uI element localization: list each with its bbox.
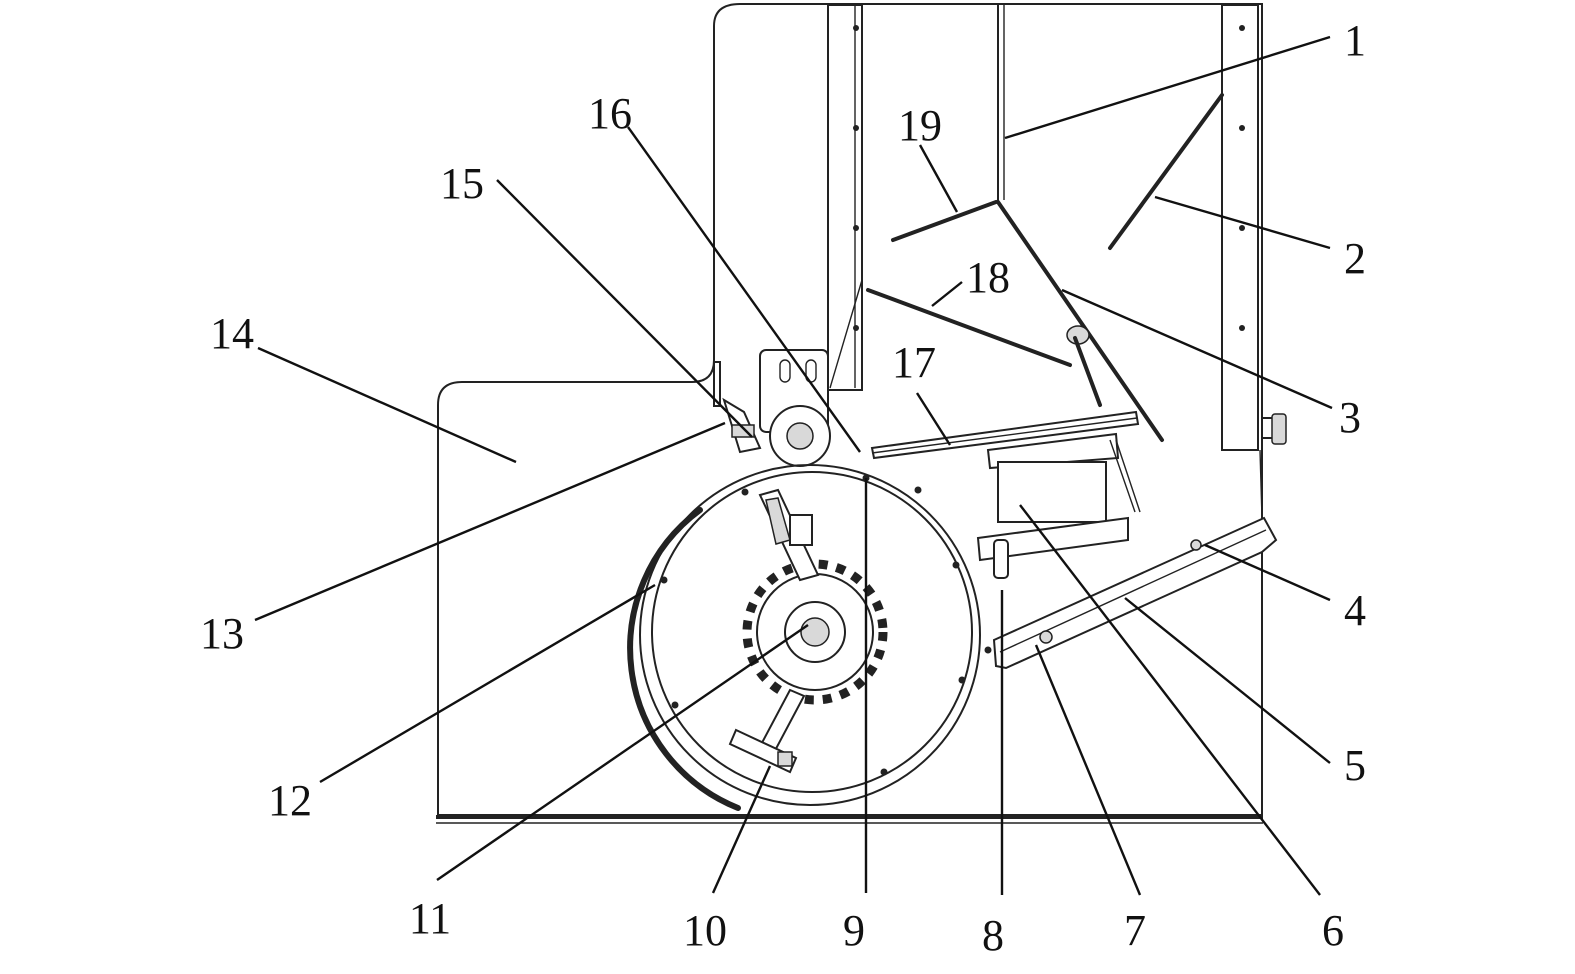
side-housing [437,3,1263,816]
leader-6 [1019,504,1321,896]
guide-plate-3 [996,200,1164,442]
callout-5: 5 [1344,741,1366,790]
callout-17: 17 [892,338,936,387]
left-hopper-wall [827,4,863,391]
leader-15 [496,179,753,438]
callout-2: 2 [1344,234,1366,283]
roller-mount [759,349,831,467]
seed-drum [627,464,992,811]
guide-plate-18 [866,288,1072,367]
leader-13 [254,421,726,622]
callout-7: 7 [1124,906,1146,955]
callout-11: 11 [409,894,451,943]
sprocket [742,559,888,705]
callout-12: 12 [268,776,312,825]
callout-13: 13 [200,609,244,658]
picking-arm-upper [758,488,820,582]
drum-guard-12 [627,507,741,811]
guide-plate-19 [891,200,998,242]
bracket-assembly [976,432,1141,579]
callout-10: 10 [683,906,727,955]
leader-7 [1034,644,1142,896]
callout-1: 1 [1344,16,1366,65]
drum-inner-ring [651,471,973,793]
callout-16: 16 [588,89,632,138]
leader-2 [1154,195,1331,250]
leader-4 [1204,543,1331,602]
leader-3 [1061,288,1333,410]
plate-adjuster [1066,325,1102,407]
callout-3: 3 [1339,393,1361,442]
discharge-chute [992,449,1278,670]
sloped-plate-17 [870,410,1140,460]
leader-18 [931,281,963,307]
leader-16 [627,126,861,453]
leader-10 [711,765,772,894]
leader-1 [1004,35,1331,140]
callout-19: 19 [898,101,942,150]
callout-8: 8 [982,911,1004,960]
leader-14 [257,346,517,464]
deflector-plate-2 [1108,93,1224,250]
leader-5 [1124,597,1331,764]
leader-19 [918,144,959,213]
callout-18: 18 [966,253,1010,302]
callout-14: 14 [210,309,254,358]
callout-4: 4 [1344,586,1366,635]
callout-9: 9 [843,906,865,955]
adjust-knob [1271,413,1287,445]
leader-lines [254,35,1333,896]
leader-11 [436,624,809,881]
right-side-plate [1221,4,1287,451]
callout-labels: 1 2 3 4 5 6 7 8 9 10 11 12 13 14 15 16 1… [200,16,1366,960]
leader-17 [915,392,952,446]
drum-outer-ring [639,464,981,806]
callout-6: 6 [1322,906,1344,955]
callout-15: 15 [440,159,484,208]
leader-12 [319,583,656,784]
picking-arm-lower [728,688,806,774]
